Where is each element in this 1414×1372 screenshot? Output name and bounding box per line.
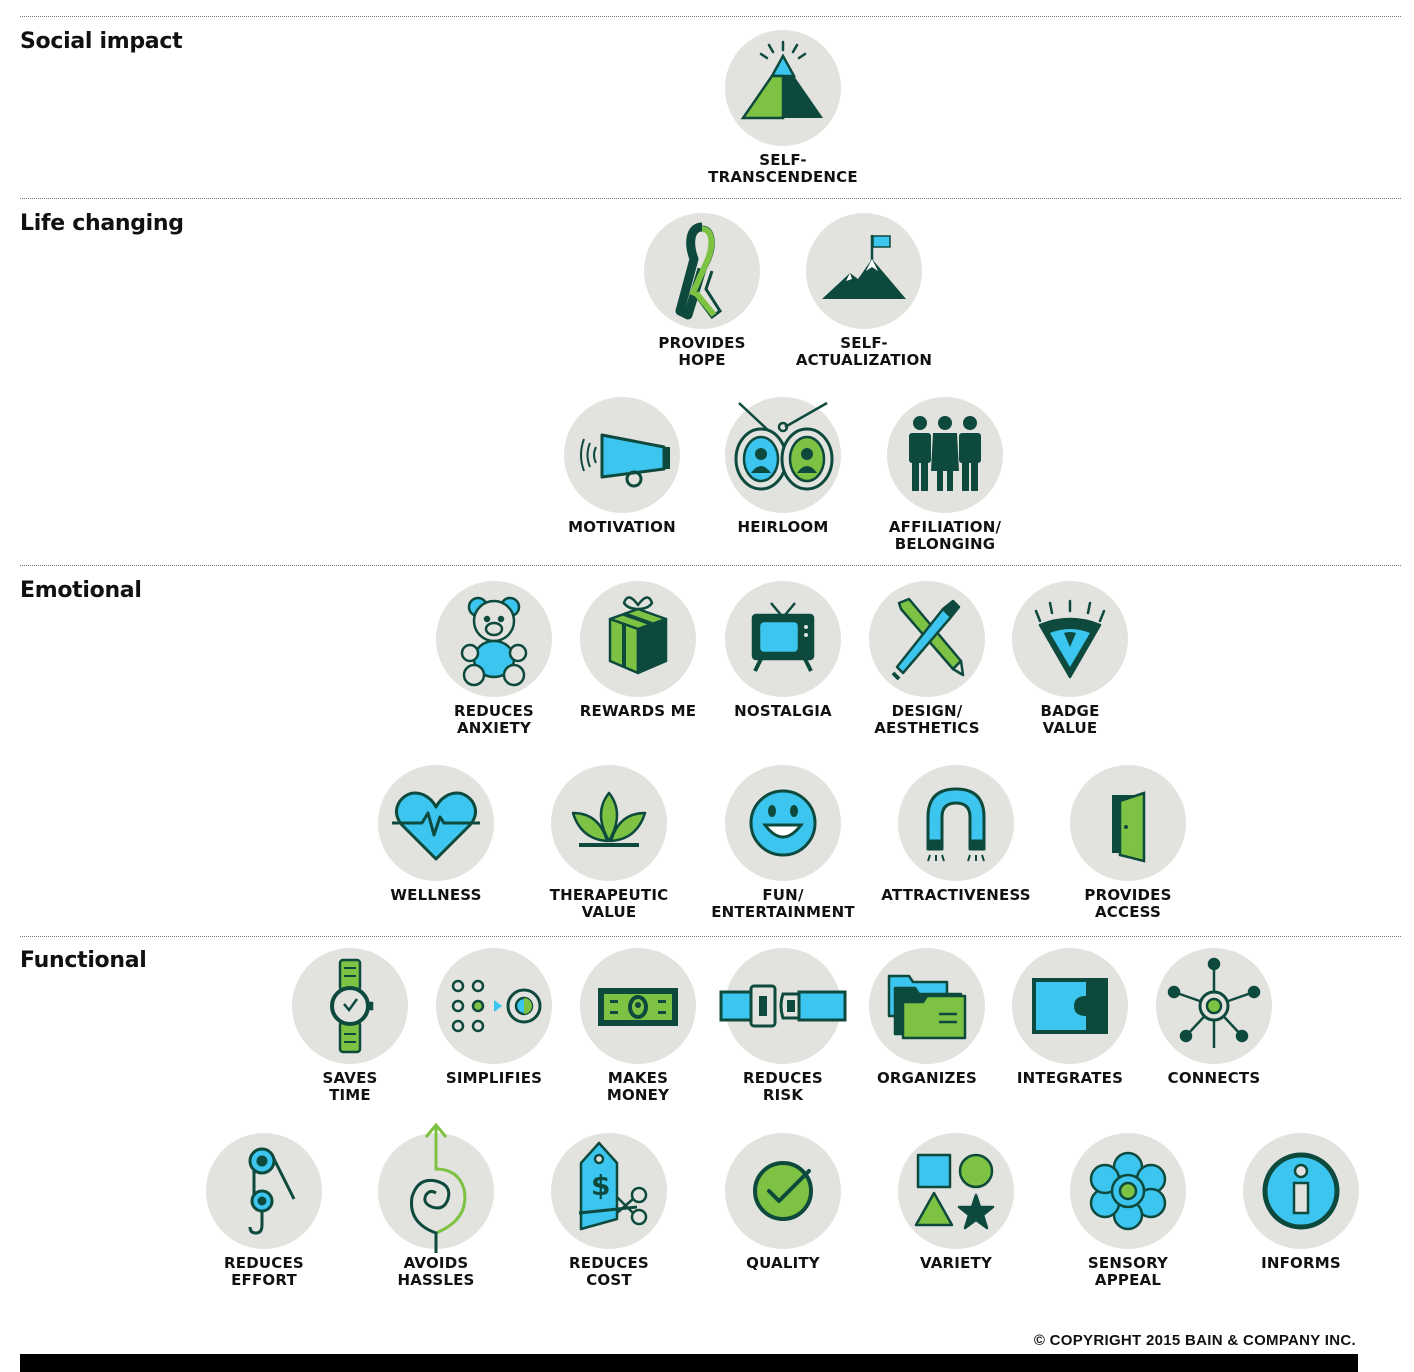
label-provides-access: PROVIDES ACCESS [1084, 886, 1172, 921]
label-reduces-risk: REDUCES RISK [743, 1069, 823, 1104]
bottom-bar [20, 1354, 1358, 1372]
label-fun: FUN/ ENTERTAINMENT [711, 886, 855, 921]
label-motivation: MOTIVATION [568, 518, 676, 536]
label-badge-value: BADGE VALUE [1040, 702, 1100, 737]
label-informs: INFORMS [1261, 1254, 1341, 1272]
label-quality: QUALITY [746, 1254, 820, 1272]
section-title-emotional: Emotional [20, 578, 142, 603]
section-title-functional: Functional [20, 948, 147, 973]
label-reduces-anxiety: REDUCES ANXIETY [454, 702, 534, 737]
locket-icon [725, 397, 841, 513]
label-saves-time: SAVES TIME [322, 1069, 378, 1104]
label-self-actualization: SELF- ACTUALIZATION [795, 334, 933, 369]
label-connects: CONNECTS [1167, 1069, 1261, 1087]
label-makes-money: MAKES MONEY [606, 1069, 670, 1104]
pyramid-icon [725, 30, 841, 146]
pulley-icon [206, 1133, 322, 1249]
price-tag-scissors-icon: $ [551, 1133, 667, 1249]
mountain-flag-icon [806, 213, 922, 329]
teddy-bear-icon [436, 581, 552, 697]
label-organizes: ORGANIZES [876, 1069, 978, 1087]
divider-functional [20, 936, 1401, 937]
network-icon [1156, 948, 1272, 1064]
tv-icon [725, 581, 841, 697]
label-therapeutic: THERAPEUTIC VALUE [549, 886, 669, 921]
label-self-transcendence: SELF- TRANSCENDENCE [708, 151, 858, 186]
copyright-text: © COPYRIGHT 2015 BAIN & COMPANY INC. [1033, 1332, 1356, 1349]
badge-icon [1012, 581, 1128, 697]
label-sensory-appeal: SENSORY APPEAL [1087, 1254, 1169, 1289]
gift-icon [580, 581, 696, 697]
label-design: DESIGN/ AESTHETICS [874, 702, 980, 737]
section-title-social-impact: Social impact [20, 29, 183, 54]
label-attractiveness: ATTRACTIVENESS [881, 886, 1031, 904]
label-integrates: INTEGRATES [1016, 1069, 1124, 1087]
svg-text:$: $ [591, 1169, 610, 1202]
label-wellness: WELLNESS [390, 886, 482, 904]
label-nostalgia: NOSTALGIA [734, 702, 832, 720]
label-provides-hope: PROVIDES HOPE [658, 334, 746, 369]
tangled-arrow-icon [378, 1122, 494, 1253]
label-variety: VARIETY [919, 1254, 993, 1272]
label-avoids-hassles: AVOIDS HASSLES [397, 1254, 475, 1289]
section-title-life-changing: Life changing [20, 211, 184, 236]
label-affiliation: AFFILIATION/ BELONGING [888, 518, 1002, 553]
seatbelt-icon [719, 948, 847, 1064]
label-reduces-cost: REDUCES COST [569, 1254, 649, 1289]
megaphone-icon [564, 397, 680, 513]
info-icon [1243, 1133, 1359, 1249]
magnet-icon [898, 765, 1014, 881]
heart-pulse-icon [378, 765, 494, 881]
label-simplifies: SIMPLIFIES [445, 1069, 543, 1087]
divider-life [20, 198, 1401, 199]
ribbon-icon [644, 213, 760, 329]
dots-target-icon [436, 948, 552, 1064]
divider-emotional [20, 565, 1401, 566]
divider-social [20, 16, 1401, 17]
folders-icon [869, 948, 985, 1064]
door-icon [1070, 765, 1186, 881]
puzzle-icon [1012, 948, 1128, 1064]
label-rewards-me: REWARDS ME [579, 702, 697, 720]
watch-icon [292, 948, 408, 1064]
banknote-icon [580, 948, 696, 1064]
flower-icon [1070, 1133, 1186, 1249]
smiley-icon [725, 765, 841, 881]
checkmark-icon [725, 1133, 841, 1249]
leaves-icon [551, 765, 667, 881]
label-heirloom: HEIRLOOM [737, 518, 829, 536]
pencil-brush-icon [869, 581, 985, 697]
shapes-icon [898, 1133, 1014, 1249]
people-icon [887, 397, 1003, 513]
label-reduces-effort: REDUCES EFFORT [224, 1254, 304, 1289]
